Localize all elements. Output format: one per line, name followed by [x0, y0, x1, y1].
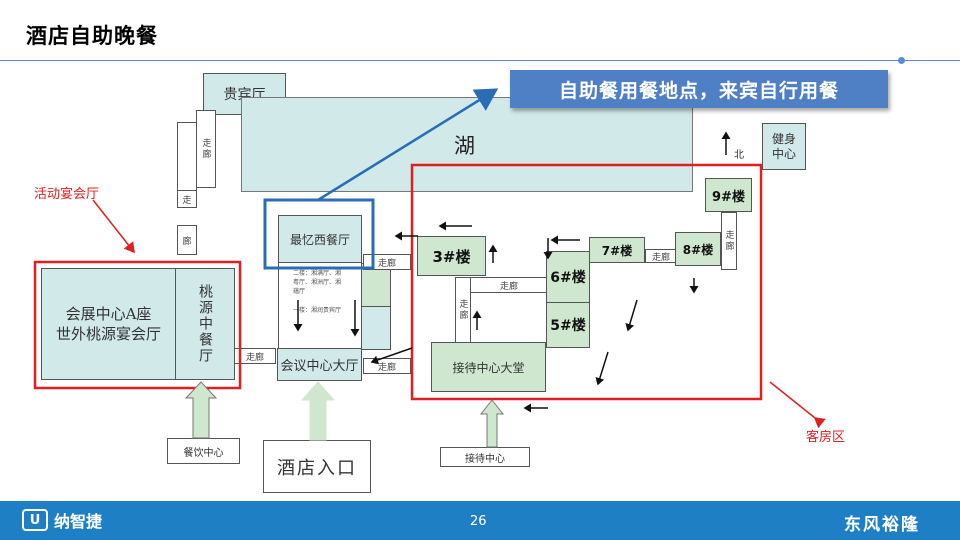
light-block-1: [361, 306, 391, 350]
western-restaurant: 最忆西餐厅: [278, 215, 362, 263]
conference-hall: 会议中心大厅: [277, 348, 362, 381]
corridor-b: 廊: [177, 225, 197, 255]
page-number: 26: [470, 514, 487, 529]
building-7: 7#楼: [589, 237, 645, 263]
corridor-a: 走: [177, 190, 197, 208]
brand-left-text: 纳智捷: [54, 512, 103, 531]
corridor-center-upper: 走廊: [363, 254, 411, 270]
building-3: 3#楼: [417, 236, 486, 276]
lake-label: 湖: [454, 134, 475, 158]
hotel-entrance: 酒店入口: [263, 440, 371, 493]
dining-center: 餐饮中心: [167, 438, 240, 464]
flow-arrow: [625, 299, 638, 332]
event-hall-arrow: [92, 199, 135, 254]
building-9: 9#楼: [705, 178, 752, 212]
lake: [241, 97, 693, 192]
corridor-8-9: 走廊: [721, 212, 737, 270]
guest-room-highlight: [410, 163, 763, 401]
fitness-center: 健身中心: [762, 123, 806, 170]
corridor-left: 走廊: [234, 348, 276, 364]
flow-arrow: [370, 347, 413, 365]
page-title: 酒店自助晚餐: [26, 24, 158, 48]
building-8: 8#楼: [675, 232, 721, 266]
brand-logo-right: 东风裕隆: [844, 515, 920, 535]
event-hall-highlight: [33, 260, 242, 390]
brand-mark-icon: U: [22, 509, 48, 531]
entrance-arrow-hotel: [300, 381, 336, 441]
entrance-arrow-reception: [479, 399, 505, 448]
footer-bar: [0, 501, 960, 540]
callout-pointer-arrow: [317, 88, 499, 202]
north-label: 北: [734, 150, 744, 161]
reception-center: 接待中心: [440, 447, 530, 467]
building-5: 5#楼: [546, 302, 590, 348]
corridor-7-8: 走廊: [645, 249, 677, 263]
brand-logo-left: U 纳智捷: [22, 508, 102, 532]
taoyuan-restaurant: 桃源中餐厅: [175, 268, 235, 380]
conv-center-a: 会展中心A座世外桃源宴会厅: [41, 268, 176, 380]
restaurant-highlight: [263, 198, 375, 270]
event-hall-label: 活动宴会厅: [34, 187, 100, 202]
flow-arrow: [595, 351, 609, 386]
entrance-arrow-dining: [184, 381, 218, 439]
guest-rooms-label: 客房区: [806, 430, 846, 445]
guest-rooms-arrow: [769, 381, 826, 429]
header-divider-dot: [898, 57, 905, 64]
reception-hall: 接待中心大堂: [431, 342, 546, 392]
dining-location-callout: 自助餐用餐地点，来宾自行用餐: [510, 70, 888, 108]
building-6: 6#楼: [546, 251, 590, 303]
header-divider: [0, 60, 960, 61]
corridor-vertical-3: 走廊: [455, 277, 471, 343]
